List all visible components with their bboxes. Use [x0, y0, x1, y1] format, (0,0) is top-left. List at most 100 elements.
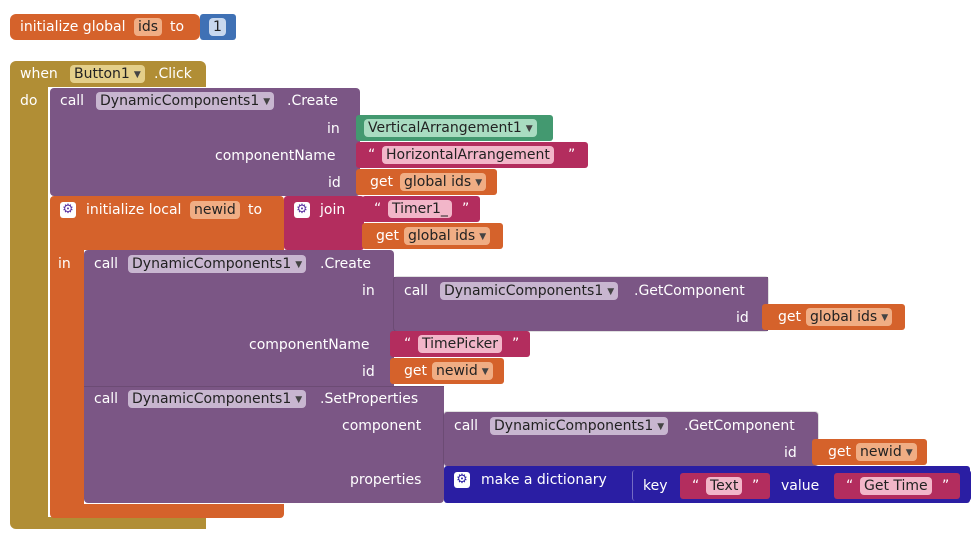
text-block[interactable]: “ HorizontalArrangement ”	[356, 142, 588, 168]
call-label: call	[94, 256, 119, 272]
component-dropdown[interactable]: DynamicComponents1▼	[128, 255, 307, 273]
get-variable-block[interactable]: get newid▼	[812, 439, 927, 465]
variable-dropdown[interactable]: newid▼	[856, 443, 917, 461]
in-label: in	[327, 121, 340, 137]
local-in-label: in	[58, 256, 71, 272]
quote-close: ”	[462, 201, 470, 217]
get-label: get	[828, 444, 851, 460]
local-to-label: to	[248, 202, 263, 218]
local-var-name[interactable]: newid	[190, 201, 240, 219]
quote-open: “	[368, 147, 376, 163]
chevron-down-icon: ▼	[475, 178, 483, 188]
quote-close: ”	[568, 147, 576, 163]
method-name: .SetProperties	[320, 391, 419, 407]
method-name: .Create	[320, 256, 371, 272]
component-dropdown[interactable]: DynamicComponents1▼	[96, 92, 275, 110]
call-label: call	[404, 283, 429, 299]
method-name: .GetComponent	[634, 283, 745, 299]
text-block[interactable]: “ TimePicker ”	[390, 331, 530, 357]
text-value[interactable]: TimePicker	[418, 335, 502, 353]
variable-name: newid	[860, 444, 902, 460]
call-label: call	[60, 93, 85, 109]
variable-name: global ids	[810, 309, 878, 325]
text-value[interactable]: Timer1_	[388, 200, 452, 218]
get-component-block[interactable]: call DynamicComponents1▼ .GetComponent i…	[444, 412, 818, 466]
component-name: DynamicComponents1	[132, 256, 292, 272]
event-component-dropdown[interactable]: Button1▼	[70, 65, 145, 83]
text-block[interactable]: “ Get Time ”	[834, 473, 960, 499]
quote-open: “	[404, 336, 412, 352]
variable-dropdown[interactable]: global ids▼	[404, 227, 491, 245]
get-variable-block[interactable]: get global ids▼	[356, 169, 497, 195]
get-label: get	[778, 309, 801, 325]
quote-open: “	[374, 201, 382, 217]
chevron-down-icon: ▼	[607, 287, 615, 297]
get-component-block[interactable]: call DynamicComponents1▼ .GetComponent i…	[394, 277, 768, 331]
component-name: DynamicComponents1	[100, 93, 260, 109]
chevron-down-icon: ▼	[263, 97, 271, 107]
create-block-1[interactable]: call DynamicComponents1▼ .Create in comp…	[50, 88, 360, 196]
call-label: call	[454, 418, 479, 434]
get-label: get	[376, 228, 399, 244]
text-value[interactable]: HorizontalArrangement	[382, 146, 554, 164]
global-to-label: to	[170, 19, 185, 35]
join-block[interactable]: ⚙ join	[284, 196, 364, 250]
arrangement-block[interactable]: VerticalArrangement1▼	[356, 115, 553, 141]
variable-dropdown[interactable]: newid▼	[432, 362, 493, 380]
event-name: .Click	[154, 66, 192, 82]
when-label: when	[20, 66, 58, 82]
local-variable-block[interactable]: ⚙ initialize local newid to in	[50, 196, 284, 518]
quote-close: ”	[752, 478, 760, 494]
get-variable-block[interactable]: get global ids▼	[362, 223, 503, 249]
text-value[interactable]: Get Time	[860, 477, 932, 495]
create-block-2[interactable]: call DynamicComponents1▼ .Create in comp…	[84, 250, 768, 386]
properties-label: properties	[350, 472, 422, 488]
global-var-name[interactable]: ids	[134, 18, 163, 36]
chevron-down-icon: ▼	[881, 313, 889, 323]
number-value[interactable]: 1	[209, 18, 226, 36]
global-variable-block[interactable]: initialize global ids to	[10, 14, 200, 40]
variable-dropdown[interactable]: global ids▼	[400, 173, 487, 191]
chevron-down-icon: ▼	[657, 422, 665, 432]
gear-icon[interactable]: ⚙	[60, 202, 76, 218]
component-name: DynamicComponents1	[132, 391, 292, 407]
component-dropdown[interactable]: DynamicComponents1▼	[490, 417, 669, 435]
component-dropdown[interactable]: DynamicComponents1▼	[128, 390, 307, 408]
variable-name: global ids	[408, 228, 476, 244]
number-block[interactable]: 1	[200, 14, 236, 40]
method-name: .Create	[287, 93, 338, 109]
text-block[interactable]: “ Text ”	[680, 473, 770, 499]
variable-name: global ids	[404, 174, 472, 190]
quote-close: ”	[512, 336, 520, 352]
chevron-down-icon: ▼	[905, 448, 913, 458]
arrangement-name: VerticalArrangement1	[368, 120, 522, 136]
get-label: get	[370, 174, 393, 190]
set-properties-block[interactable]: call DynamicComponents1▼ .SetProperties …	[84, 386, 444, 503]
get-label: get	[404, 363, 427, 379]
join-label: join	[320, 202, 346, 218]
call-label: call	[94, 391, 119, 407]
id-label: id	[784, 445, 797, 461]
text-value[interactable]: Text	[706, 477, 743, 495]
event-block[interactable]: when Button1▼ .Click do	[10, 61, 206, 529]
gear-icon[interactable]: ⚙	[454, 472, 470, 488]
get-variable-block[interactable]: get global ids▼	[762, 304, 905, 330]
gear-icon[interactable]: ⚙	[294, 202, 310, 218]
variable-dropdown[interactable]: global ids▼	[806, 308, 893, 326]
component-dropdown[interactable]: DynamicComponents1▼	[440, 282, 619, 300]
chevron-down-icon: ▼	[295, 395, 303, 405]
value-label: value	[781, 478, 820, 494]
component-name-label: componentName	[249, 337, 370, 353]
arrangement-dropdown[interactable]: VerticalArrangement1▼	[364, 119, 537, 137]
get-variable-block[interactable]: get newid▼	[390, 358, 504, 384]
component-label: component	[342, 418, 422, 434]
local-init-label: initialize local	[86, 202, 182, 218]
chevron-down-icon: ▼	[133, 70, 141, 80]
quote-open: “	[846, 478, 854, 494]
text-block[interactable]: “ Timer1_ ”	[362, 196, 480, 222]
component-name: DynamicComponents1	[494, 418, 654, 434]
event-component-name: Button1	[74, 66, 130, 82]
component-name-label: componentName	[215, 148, 336, 164]
global-init-label: initialize global	[20, 19, 126, 35]
quote-open: “	[692, 478, 700, 494]
